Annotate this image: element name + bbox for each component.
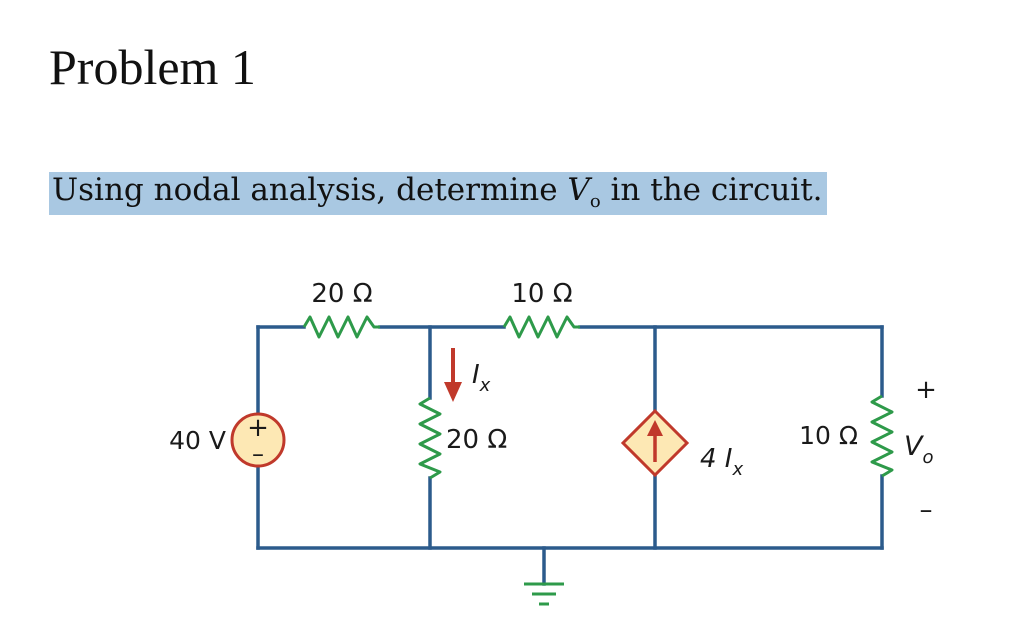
label-dependent-source: 4 Ix — [700, 444, 743, 480]
dependent-current-source — [620, 408, 690, 478]
resistor-10-ohm-load — [870, 394, 894, 478]
prompt-text-end: in the circuit. — [600, 172, 823, 208]
resistors — [302, 315, 894, 480]
problem-prompt: Using nodal analysis, determine Vo in th… — [49, 172, 827, 216]
prompt-variable: V — [567, 172, 590, 208]
resistor-20-ohm-shunt — [418, 396, 442, 480]
prompt-variable-subscript: o — [589, 191, 601, 213]
label-current-subscript: x — [479, 375, 491, 396]
resistor-20-ohm-series — [302, 315, 380, 339]
label-output-v: V — [904, 431, 925, 462]
label-r-10-ohm-series: 10 Ω — [511, 279, 572, 309]
label-dep-source-text: 4 I — [700, 444, 732, 474]
up-arrow-icon — [647, 420, 663, 436]
source-minus-sign: – — [252, 440, 264, 468]
label-r-20-ohm-series: 20 Ω — [311, 279, 372, 309]
label-r-10-ohm-load: 10 Ω — [799, 421, 858, 450]
source-voltage-label: 40 V — [169, 426, 226, 455]
output-minus-sign: – — [920, 495, 933, 525]
label-output-voltage: Vo — [904, 431, 934, 468]
output-plus-sign: + — [915, 375, 937, 405]
label-current-i: I — [472, 360, 480, 390]
prompt-text-start: Using nodal analysis, determine — [52, 172, 568, 208]
label-r-20-ohm-shunt: 20 Ω — [446, 425, 507, 455]
label-current-ix: Ix — [472, 360, 491, 396]
circuit-wires — [256, 325, 884, 586]
voltage-source: + – — [230, 412, 286, 468]
problem-title: Problem 1 — [49, 39, 256, 95]
resistor-10-ohm-series — [502, 315, 580, 339]
current-arrow-ix — [444, 348, 462, 402]
label-dep-source-subscript: x — [731, 459, 743, 480]
down-arrow-icon — [444, 382, 462, 402]
ground-icon — [524, 582, 564, 606]
source-plus-sign: + — [247, 413, 269, 443]
label-output-subscript: o — [922, 447, 933, 468]
